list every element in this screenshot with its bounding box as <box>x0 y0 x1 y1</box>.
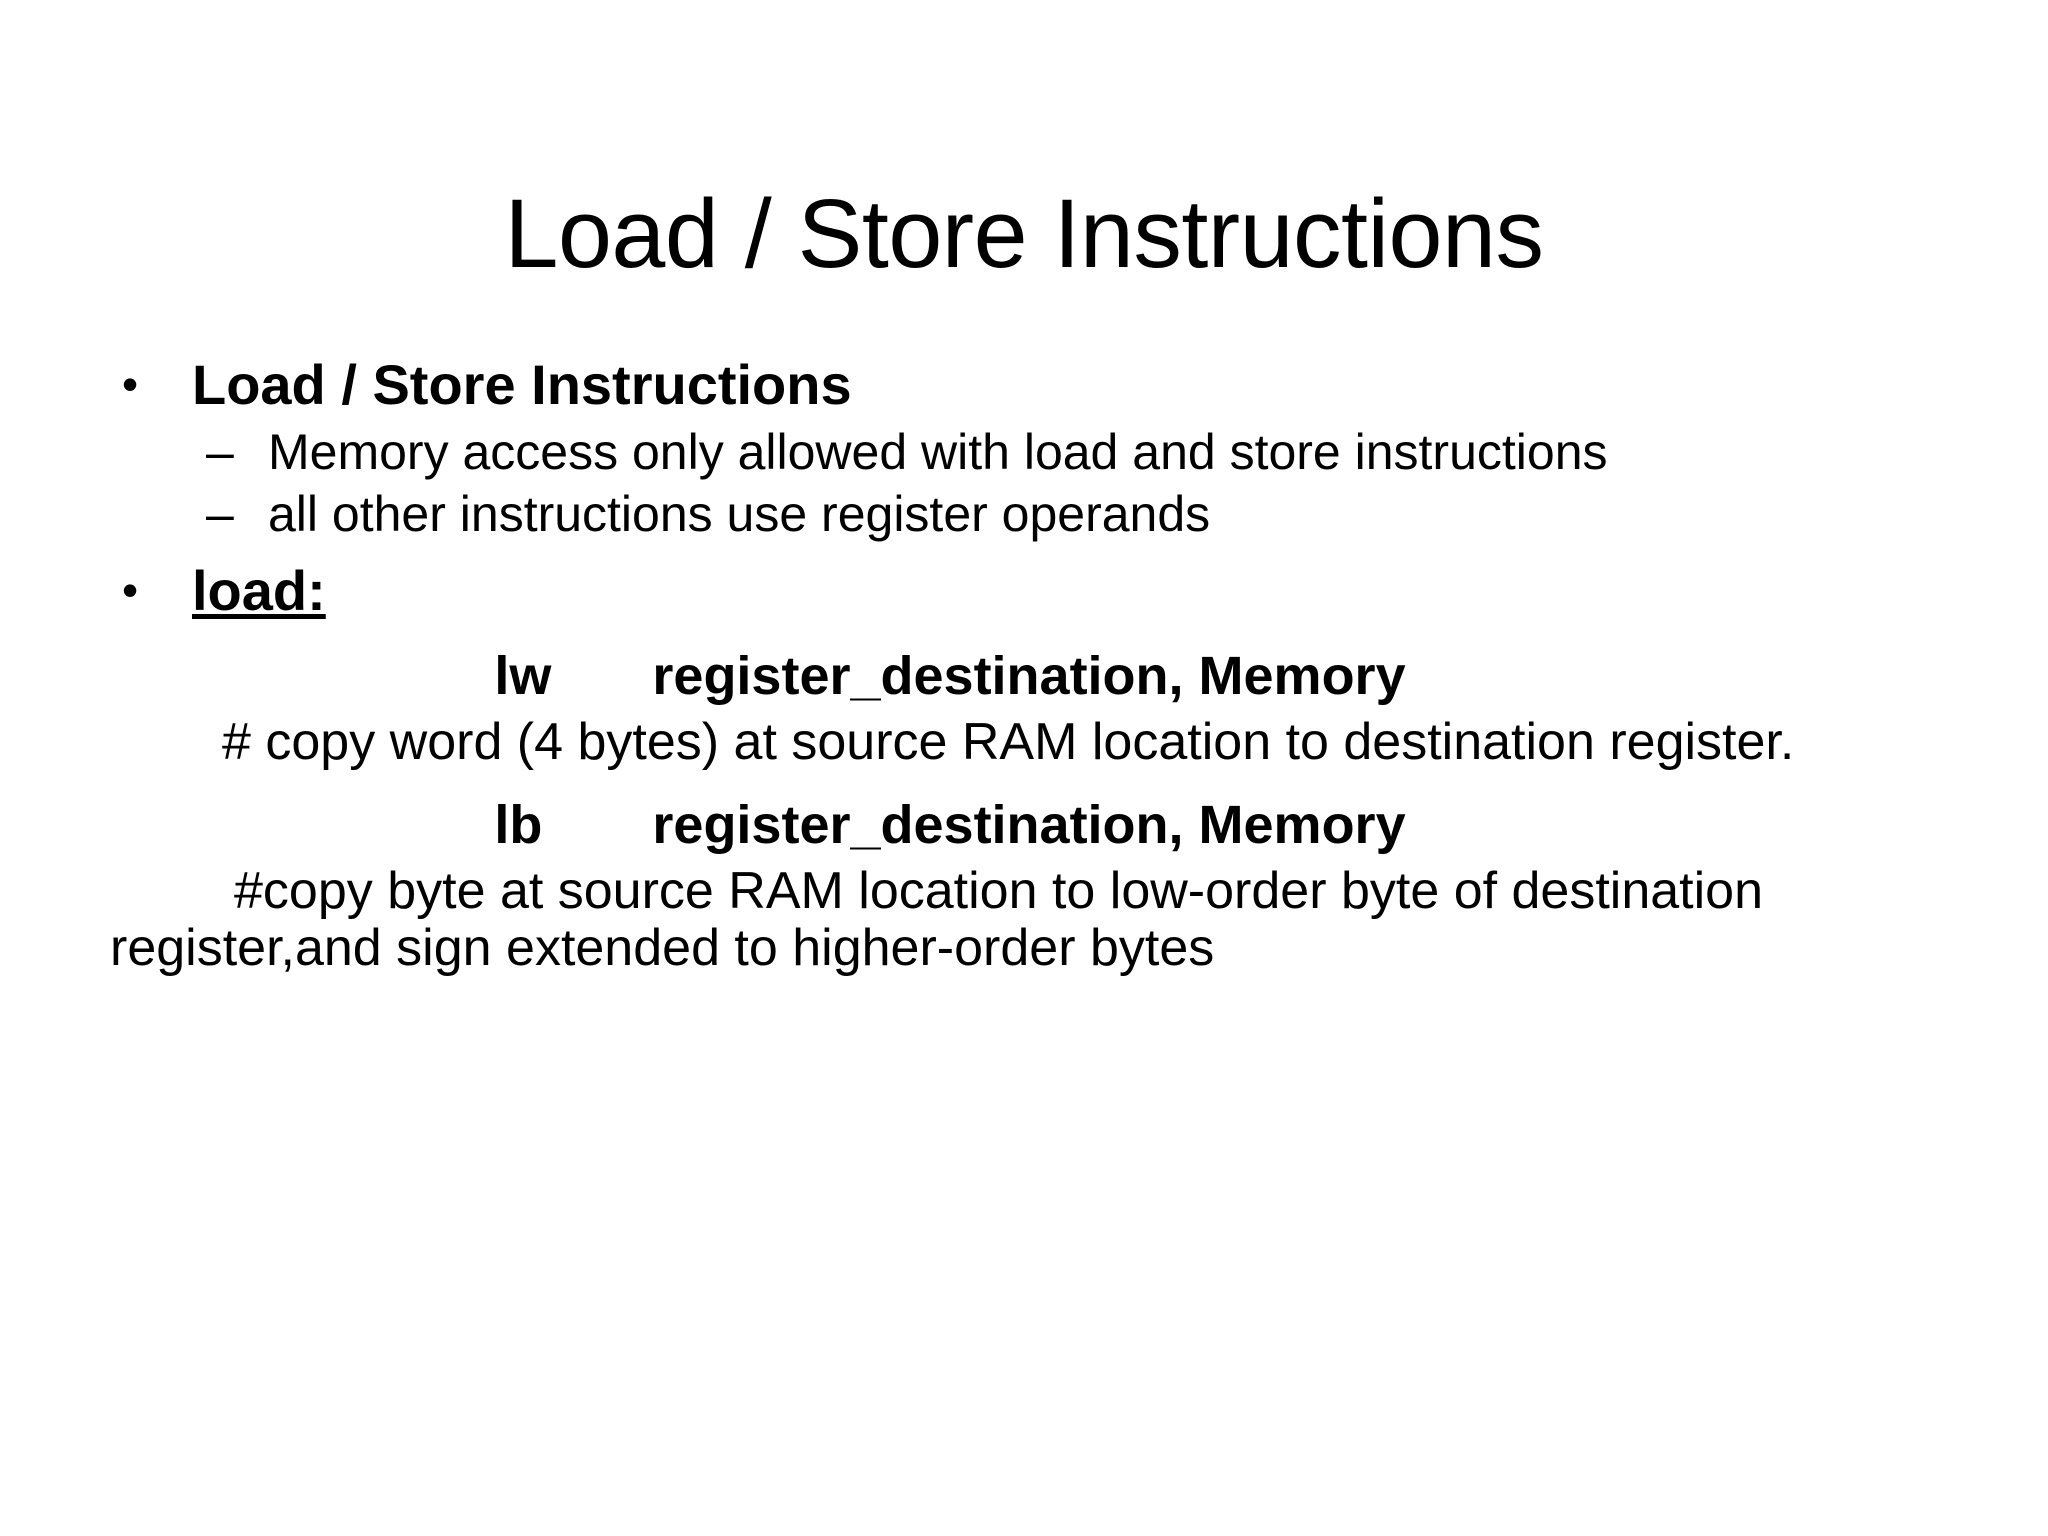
bullet-level2-label: all other instructions use register oper… <box>268 485 1211 542</box>
bullet-dot-icon: • <box>122 358 139 410</box>
bullet-level2-memory-access: – Memory access only allowed with load a… <box>110 424 1980 480</box>
bullet-dash-icon: – <box>206 423 234 480</box>
bullet-level2-register-operands: – all other instructions use register op… <box>110 486 1980 542</box>
bullet-dot-icon: • <box>122 563 139 616</box>
bullet-level2-label: Memory access only allowed with load and… <box>268 423 1608 480</box>
code-line-lb: lb register_destination, Memory <box>110 794 1980 855</box>
instruction-comment-lb: #copy byte at source RAM location to low… <box>110 862 1764 978</box>
page-title: Load / Store Instructions <box>504 178 1544 288</box>
instruction-comment-lw: # copy word (4 bytes) at source RAM loca… <box>222 713 1795 772</box>
instruction-mnemonic-lb: lb <box>494 794 543 855</box>
instruction-operands-lw: register_destination, Memory <box>652 646 1406 707</box>
spacer <box>110 548 1980 558</box>
slide-body: • Load / Store Instructions – Memory acc… <box>110 352 1980 979</box>
bullet-level1-load-store: • Load / Store Instructions <box>110 352 1980 418</box>
bullet-level1-label: Load / Store Instructions <box>192 353 852 416</box>
instruction-operands-lb: register_destination, Memory <box>652 794 1406 855</box>
bullet-level1-load: • load: <box>110 558 1980 624</box>
instruction-mnemonic-lw: lw <box>494 646 552 707</box>
bullet-level1-label: load: <box>192 558 326 622</box>
bullet-dash-icon: – <box>206 485 234 542</box>
code-line-lw: lw register_destination, Memory <box>110 646 1980 707</box>
